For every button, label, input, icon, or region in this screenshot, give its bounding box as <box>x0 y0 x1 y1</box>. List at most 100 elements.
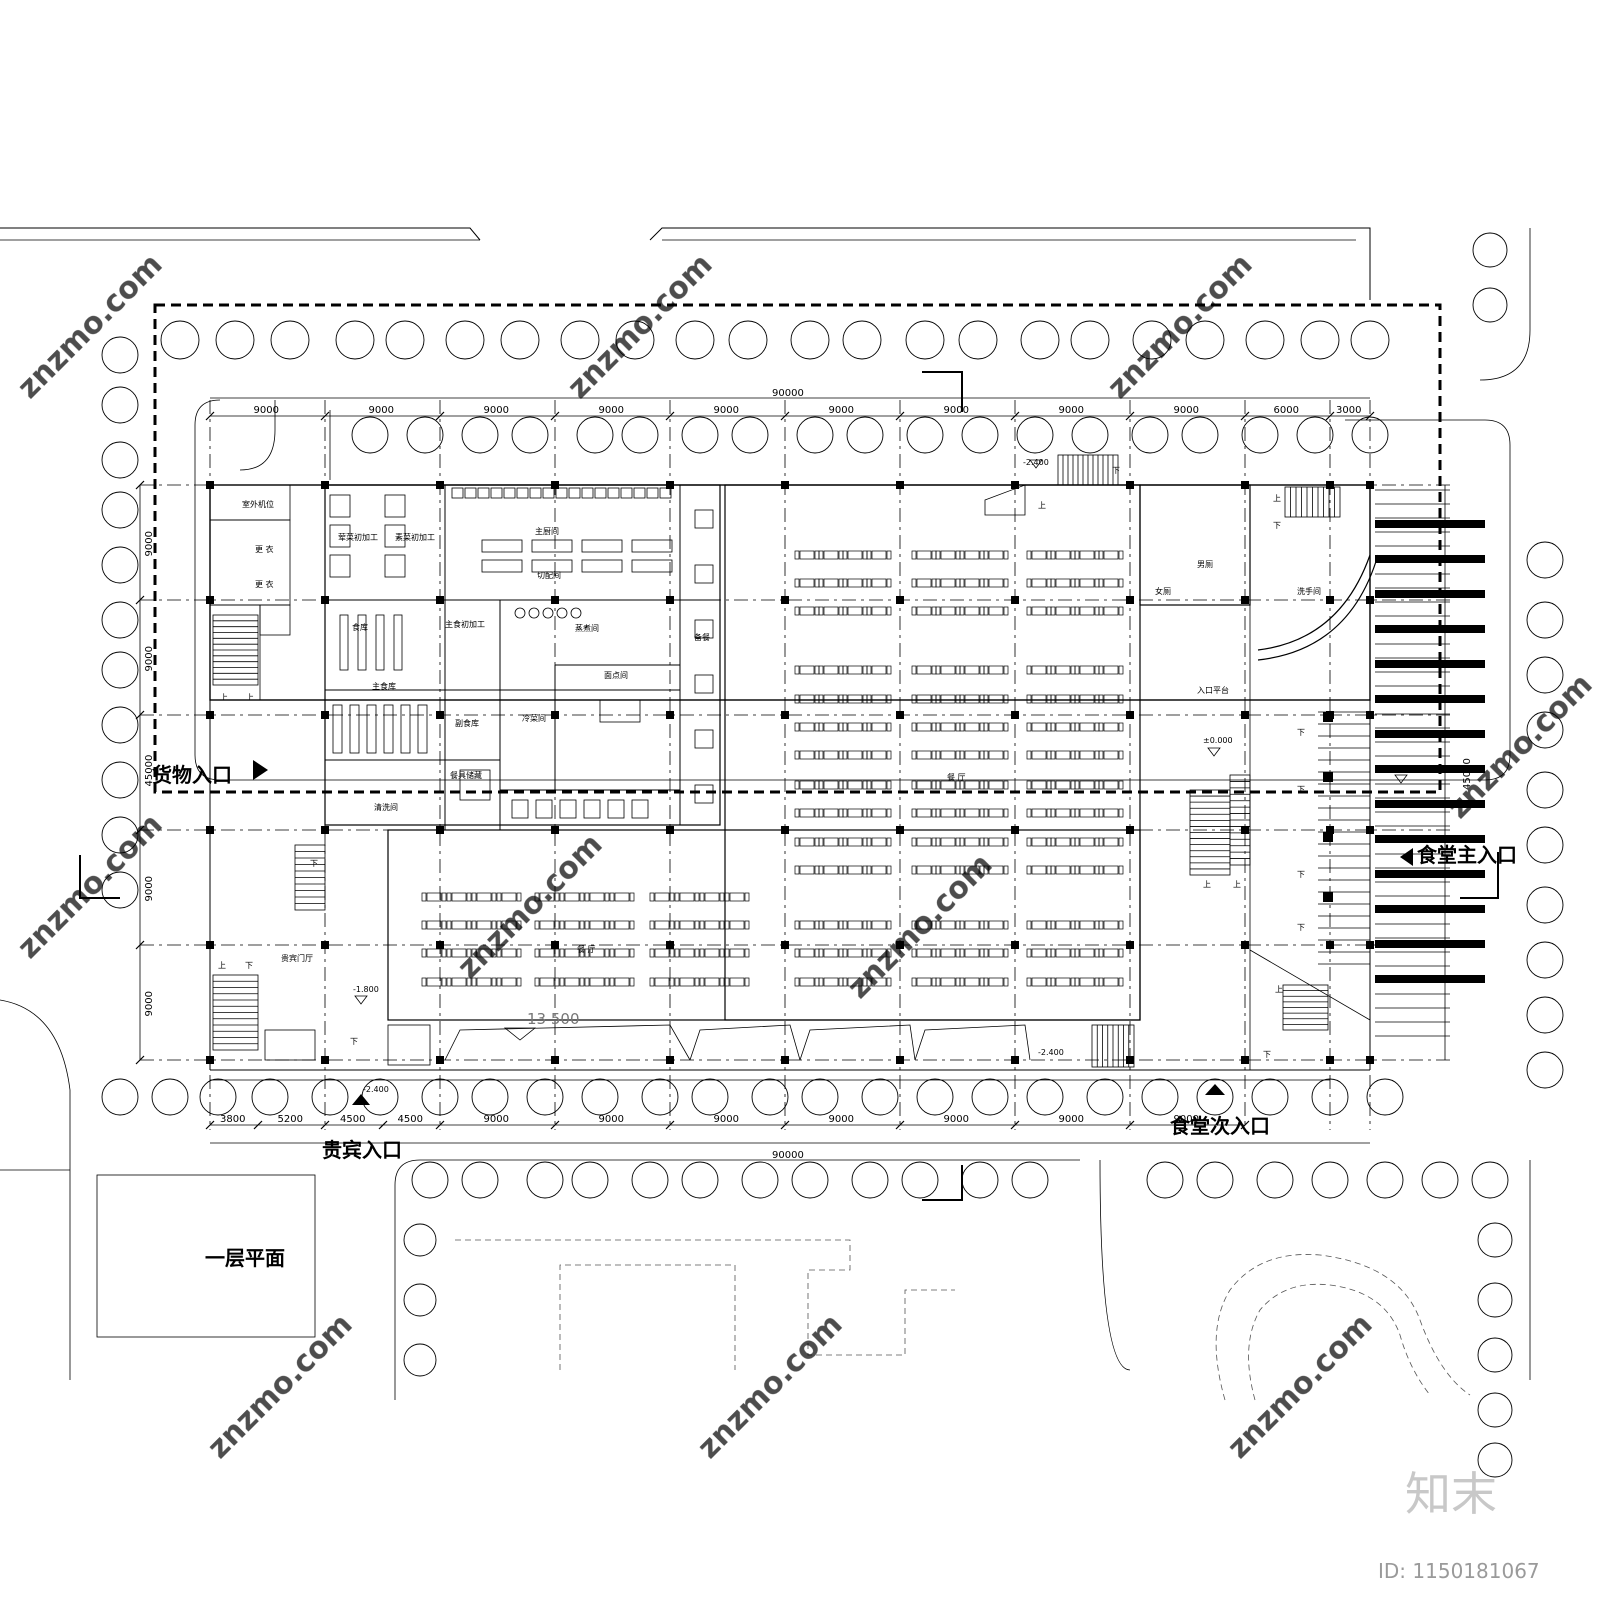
chair <box>609 920 615 930</box>
stair-up-label: 上 <box>1233 880 1241 889</box>
dim-value: 90000 <box>772 1150 804 1161</box>
column <box>1241 596 1249 604</box>
step-post <box>1323 832 1333 842</box>
stair-sw <box>212 974 259 1051</box>
chair <box>1046 722 1052 732</box>
dim-value: 5200 <box>278 1114 303 1125</box>
chair <box>818 550 824 560</box>
chair <box>1070 837 1076 847</box>
chair <box>1046 665 1052 675</box>
column <box>666 1056 674 1064</box>
chair <box>935 808 941 818</box>
chair <box>516 948 522 958</box>
column <box>1126 711 1134 719</box>
chair <box>842 550 848 560</box>
chair <box>1098 750 1104 760</box>
dining-table-set <box>911 606 937 616</box>
dining-table-set <box>842 948 868 958</box>
stair-entry-1 <box>1189 789 1231 876</box>
dining-table <box>940 665 956 675</box>
chair <box>534 892 540 902</box>
dining-table <box>799 722 815 732</box>
chair <box>1070 694 1076 704</box>
dining-table-set <box>559 977 585 987</box>
dining-table-set <box>866 578 892 588</box>
chair <box>794 865 800 875</box>
dining-table-set <box>1074 837 1100 847</box>
chair <box>886 550 892 560</box>
dim-value: 6000 <box>1274 405 1299 416</box>
dim-value: 9000 <box>484 405 509 416</box>
chair <box>959 694 965 704</box>
chair <box>794 694 800 704</box>
tree <box>199 1078 237 1116</box>
column <box>1126 941 1134 949</box>
chair <box>983 837 989 847</box>
dining-table-set <box>559 892 585 902</box>
dining-table-set <box>1050 780 1076 790</box>
tree <box>526 1078 564 1116</box>
hood-unit <box>594 487 607 499</box>
tree <box>861 1078 899 1116</box>
room-steam: 蒸煮间 <box>575 623 599 633</box>
dining-table <box>940 865 956 875</box>
sink <box>535 799 553 819</box>
chair <box>911 808 917 818</box>
tree <box>270 320 310 360</box>
dining-table-set <box>1050 750 1076 760</box>
hood-unit <box>503 487 516 499</box>
tree <box>101 816 139 854</box>
bench-block <box>1375 975 1485 983</box>
chair <box>838 665 844 675</box>
room-pastry: 面点间 <box>604 671 628 680</box>
tree <box>1477 1442 1513 1478</box>
chair <box>1003 606 1009 616</box>
dining-table <box>799 606 815 616</box>
dining-table <box>1079 837 1095 847</box>
chair <box>886 694 892 704</box>
chair <box>955 837 961 847</box>
dining-table-set <box>794 948 820 958</box>
chair <box>699 977 705 987</box>
dining-table-set <box>818 977 844 987</box>
tree <box>101 1078 139 1116</box>
chair <box>534 977 540 987</box>
column <box>1326 826 1334 834</box>
dining-table <box>614 977 630 987</box>
chair <box>1050 865 1056 875</box>
tree <box>901 1161 939 1199</box>
sink <box>559 799 577 819</box>
dining-table-set <box>842 606 868 616</box>
chair <box>838 948 844 958</box>
site-trees <box>101 232 1564 1478</box>
column <box>206 941 214 949</box>
chair <box>935 550 941 560</box>
dining-table <box>1103 837 1119 847</box>
hood-unit <box>568 487 581 499</box>
chair <box>862 750 868 760</box>
hood-unit <box>516 487 529 499</box>
dining-table-set <box>559 920 585 930</box>
tree <box>621 416 659 454</box>
dining-table-set <box>842 865 868 875</box>
chair <box>862 837 868 847</box>
chair <box>699 892 705 902</box>
tree <box>1350 320 1390 360</box>
dining-table <box>1055 920 1071 930</box>
dining-table-set <box>818 750 844 760</box>
dim-tick <box>1010 1120 1020 1130</box>
chair <box>794 606 800 616</box>
bench-block <box>1375 695 1485 703</box>
room-washing: 清洗间 <box>374 802 398 812</box>
chair <box>1094 920 1100 930</box>
dining-table <box>823 750 839 760</box>
tree <box>1472 232 1508 268</box>
chair <box>1094 948 1100 958</box>
chair <box>818 837 824 847</box>
chair <box>842 694 848 704</box>
dining-table <box>1055 780 1071 790</box>
chair <box>955 977 961 987</box>
dining-table <box>589 920 605 930</box>
chair <box>496 920 502 930</box>
main-entry-steps <box>1318 489 1485 1037</box>
